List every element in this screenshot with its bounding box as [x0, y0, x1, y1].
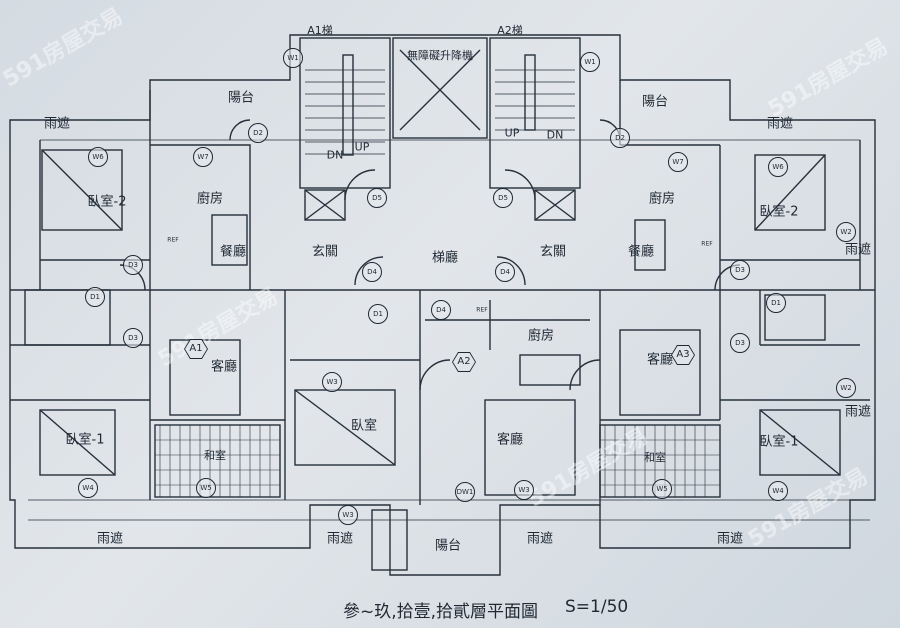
door-tag: D3 [123, 255, 143, 275]
door-tag: D1 [368, 304, 388, 324]
door-tag: D1 [85, 287, 105, 307]
canopy-label: 雨遮 [96, 531, 124, 547]
outer-wall [9, 34, 876, 576]
door-tag: D1 [766, 293, 786, 313]
bedroom-2-label: 臥室-2 [759, 204, 799, 220]
canopy-label: 雨遮 [766, 116, 794, 132]
tatami-room-label: 和室 [644, 451, 666, 464]
window-tag: W2 [836, 222, 856, 242]
window-tag: W4 [78, 478, 98, 498]
canopy-label: 雨遮 [326, 531, 354, 547]
window-tag: W7 [668, 152, 688, 172]
kitchen-label: 廚房 [196, 191, 224, 207]
window-tag: W3 [338, 505, 358, 525]
stair-dn-label: DN [326, 148, 344, 162]
door-tag: D2 [248, 123, 268, 143]
elevator-label: 無障礙升降機 [407, 49, 473, 62]
canopy-label: 雨遮 [716, 531, 744, 547]
door-tag: D2 [610, 128, 630, 148]
drawing-title: 參~玖,拾壹,拾貳層平面圖 [343, 602, 539, 622]
balcony-label: 陽台 [227, 90, 255, 106]
stair-up-label: UP [354, 140, 370, 154]
drawing-scale: S=1/50 [565, 597, 629, 617]
canopy-label: 雨遮 [844, 242, 872, 258]
stair-up-label: UP [504, 126, 520, 140]
window-tag: W2 [836, 378, 856, 398]
door-tag: D3 [730, 333, 750, 353]
window-tag: W5 [196, 478, 216, 498]
kitchen-label: 廚房 [648, 191, 676, 207]
canopy-label: 雨遮 [526, 531, 554, 547]
bedroom-2-label: 臥室-2 [87, 194, 127, 210]
window-tag: W3 [322, 372, 342, 392]
stair-a1-label: A1梯 [307, 24, 333, 37]
living-room-label: 客廳 [496, 432, 524, 448]
canopy-label: 雨遮 [844, 404, 872, 420]
bedroom-1-label: 臥室-1 [65, 432, 105, 448]
door-tag: D4 [362, 262, 382, 282]
window-tag: W7 [193, 147, 213, 167]
balcony-label: 陽台 [434, 538, 462, 554]
lobby-label: 梯廳 [431, 250, 459, 266]
window-tag: W6 [88, 147, 108, 167]
fridge-label: REF [701, 240, 713, 248]
fridge-label: REF [476, 306, 488, 314]
door-tag: D4 [495, 262, 515, 282]
dining-label: 餐廳 [219, 244, 247, 260]
window-tag: W5 [652, 479, 672, 499]
window-tag: W6 [768, 157, 788, 177]
dining-label: 餐廳 [627, 244, 655, 260]
kitchen-label: 廚房 [527, 328, 555, 344]
door-tag: D4 [431, 300, 451, 320]
door-tag: D3 [123, 328, 143, 348]
window-tag: W4 [768, 481, 788, 501]
canopy-label: 雨遮 [43, 116, 71, 132]
door-tag: D5 [367, 188, 387, 208]
unit-a2-marker: A2 [452, 352, 476, 372]
fridge-label: REF [167, 236, 179, 244]
window-tag: W1 [580, 52, 600, 72]
door-tag: D3 [730, 260, 750, 280]
door-tag: D5 [493, 188, 513, 208]
balcony-label: 陽台 [641, 94, 669, 110]
foyer-label: 玄關 [539, 244, 567, 260]
window-tag: W3 [514, 480, 534, 500]
unit-a3-marker: A3 [671, 345, 695, 365]
window-tag: W1 [283, 48, 303, 68]
living-room-label: 客廳 [646, 352, 674, 368]
bedroom-label: 臥室 [350, 418, 378, 434]
door-window-tag: DW1 [455, 482, 475, 502]
unit-a1-marker: A1 [184, 339, 208, 359]
stair-dn-label: DN [546, 128, 564, 142]
living-room-label: 客廳 [210, 359, 238, 375]
bedroom-1-label: 臥室-1 [759, 434, 799, 450]
tatami-room-label: 和室 [204, 449, 226, 462]
stair-a2-label: A2梯 [497, 24, 523, 37]
foyer-label: 玄關 [311, 244, 339, 260]
